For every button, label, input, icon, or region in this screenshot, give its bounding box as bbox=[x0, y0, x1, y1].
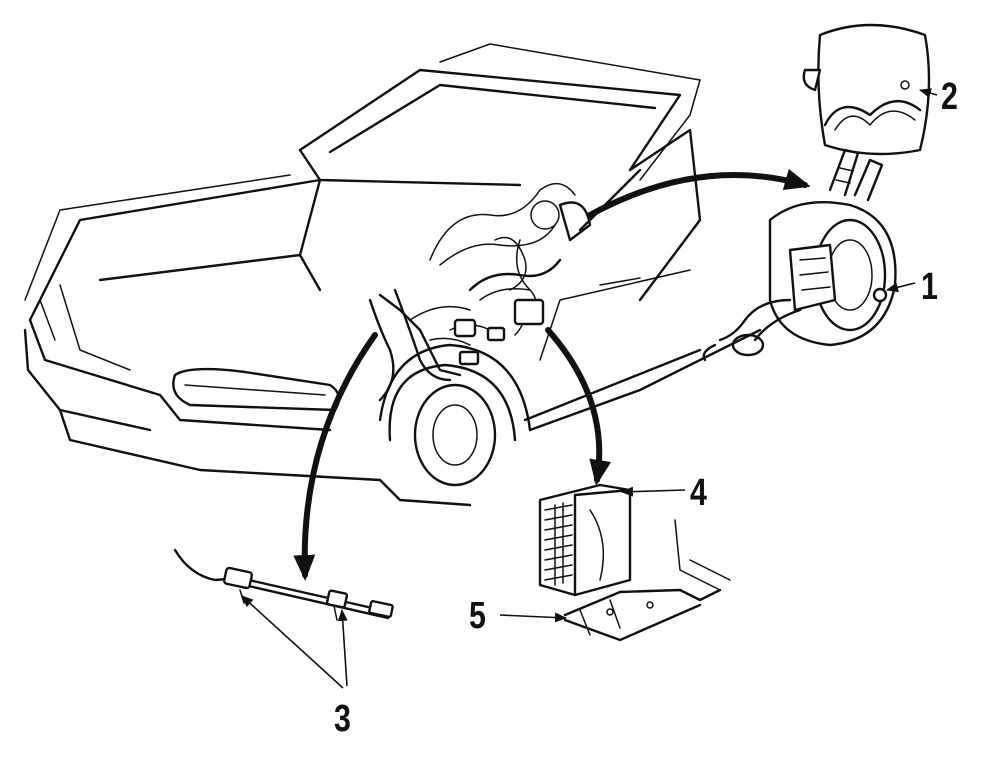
leader-1 bbox=[886, 282, 916, 293]
servo-actuator bbox=[702, 148, 897, 362]
leader-4 bbox=[621, 486, 686, 497]
leader-2 bbox=[919, 88, 938, 98]
vehicle-illustration bbox=[23, 43, 762, 507]
leader-5 bbox=[499, 612, 567, 623]
callout-5: 5 bbox=[469, 595, 486, 637]
callout-1: 1 bbox=[921, 266, 938, 308]
callout-4: 4 bbox=[690, 472, 707, 514]
wiring-harness bbox=[368, 182, 576, 402]
arrow-to-module bbox=[545, 327, 612, 486]
leader-3a bbox=[241, 595, 344, 689]
mounting-bracket bbox=[563, 519, 731, 642]
servo-cover bbox=[802, 23, 931, 156]
arrow-to-cable bbox=[293, 332, 378, 581]
callout-2: 2 bbox=[941, 76, 958, 118]
callout-3: 3 bbox=[334, 698, 351, 740]
leader-3b bbox=[337, 609, 348, 687]
throttle-cable bbox=[173, 548, 394, 621]
arrow-to-servo bbox=[587, 168, 811, 218]
control-module bbox=[538, 483, 632, 597]
